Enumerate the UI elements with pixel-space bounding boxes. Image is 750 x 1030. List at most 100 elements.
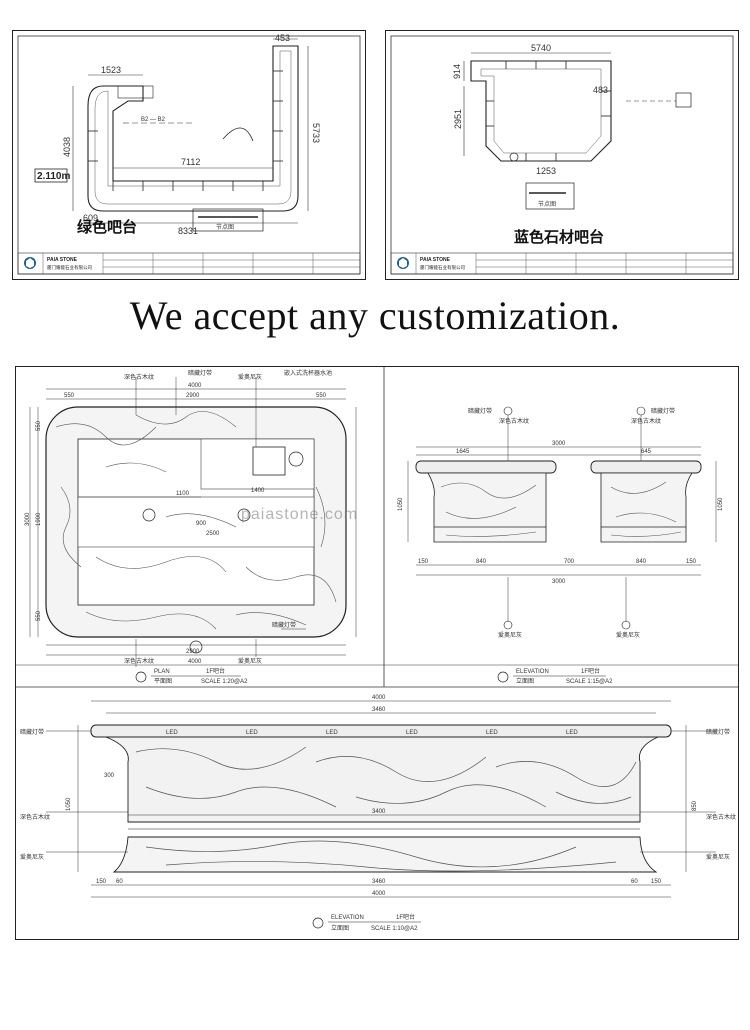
elev-small-dim-150b: 150 — [686, 559, 697, 565]
elev-small-title: ELEVATION — [516, 669, 549, 675]
drawing-sheet-lower: 550 2900 550 4000 2900 4000 3000 550 190… — [15, 366, 739, 940]
led-tag: LED — [166, 730, 178, 736]
elev-big-title-cn: 立面图 — [331, 924, 349, 932]
led-tags: LED LED LED LED LED LED — [166, 730, 578, 736]
elev-big-sheet-no: 1F吧台 — [396, 913, 415, 921]
detail-label: 节点图 — [216, 223, 234, 231]
elev-big-note-material1-r: 深色古木纹 — [706, 813, 736, 821]
elev-small-dim-3000: 3000 — [552, 579, 566, 585]
elev-small-note-material1-r: 深色古木纹 — [631, 417, 661, 425]
elev-big-dim-60a: 60 — [116, 879, 123, 885]
lower-drawings: 550 2900 550 4000 2900 4000 3000 550 190… — [16, 367, 738, 932]
plan-note-sink: 嵌入式洗杯器水池 — [284, 369, 332, 377]
plan-view: 550 2900 550 4000 2900 4000 3000 550 190… — [25, 369, 357, 685]
elev-big-dim-150b: 150 — [651, 879, 662, 885]
elev-small-dim-150a: 150 — [418, 559, 429, 565]
elev-big-dim-1050: 1050 — [66, 797, 72, 811]
elev-small-sheet-no: 1F吧台 — [581, 667, 600, 675]
elev-small-dim-1050-r: 1050 — [718, 497, 724, 511]
dim-453: 453 — [275, 33, 290, 43]
led-tag: LED — [326, 730, 338, 736]
elev-big-note-material2: 爱奥尼灰 — [20, 853, 44, 861]
elev-big-dim-4000: 4000 — [372, 891, 386, 897]
plan-dim-4000: 4000 — [188, 383, 202, 389]
elev-small-dim-840b: 840 — [636, 559, 647, 565]
caption-blue-stone-bar: 蓝色石材吧台 — [514, 228, 605, 246]
elev-big-dim-3460: 3460 — [372, 879, 386, 885]
elev-big-note-led: 暗藏灯带 — [20, 728, 44, 736]
watermark: paiastone.com — [241, 506, 359, 523]
elev-small-note-led: 暗藏灯带 — [468, 407, 492, 415]
plan-note-material1-b: 深色古木纹 — [124, 657, 154, 665]
plan-dim-900: 900 — [196, 521, 207, 527]
green-bar-plan-drawing: 1523 4038 7112 8331 5733 453 609 2.110m … — [17, 33, 361, 275]
dim-5740: 5740 — [531, 43, 551, 53]
dim-1523: 1523 — [101, 65, 121, 75]
caption-green-bar: 绿色吧台 — [77, 218, 138, 236]
dim-8331: 8331 — [178, 226, 198, 236]
dim-1253: 1253 — [536, 166, 556, 176]
small-elevation-view: 3000 1645 645 150 840 700 840 150 3000 1… — [398, 406, 724, 685]
elev-big-dim-850: 850 — [692, 800, 698, 811]
customization-tagline: We accept any customization. — [129, 293, 621, 338]
plan-dim-1900: 1900 — [36, 512, 42, 526]
company-cn-2: 厦门耀能石业有限公司 — [420, 264, 465, 271]
plan-dim-1400: 1400 — [251, 488, 265, 494]
plan-dim-side-550b: 550 — [36, 610, 42, 621]
elev-big-dim-150a: 150 — [96, 879, 107, 885]
elev-small-note-material1: 深色古木纹 — [499, 417, 529, 425]
elev-small-dim-840a: 840 — [476, 559, 487, 565]
dim-609: 609 — [83, 213, 98, 223]
elev-big-dim-4000-top: 4000 — [372, 695, 386, 701]
plan-title-cn: 平面图 — [154, 678, 172, 685]
section-label: B2 — B2 — [141, 117, 166, 123]
elev-big-title: ELEVATION — [331, 915, 364, 921]
plan-note-led: 暗藏灯带 — [188, 369, 212, 377]
plan-scale: SCALE 1:20@A2 — [201, 679, 248, 685]
plan-dim-550b: 550 — [316, 393, 327, 399]
elev-small-note-material2: 爱奥尼灰 — [498, 631, 522, 639]
elev-small-dim-1050: 1050 — [398, 497, 404, 511]
detail-label-2: 节点图 — [538, 200, 556, 208]
company-en-2: PAIA STONE — [420, 257, 451, 263]
elev-small-scale: SCALE 1:15@A2 — [566, 679, 613, 685]
led-tag: LED — [566, 730, 578, 736]
company-cn: 厦门耀能石业有限公司 — [47, 264, 92, 271]
drawing-green-bar: 1523 4038 7112 8331 5733 453 609 2.110m … — [12, 30, 366, 280]
plan-dim-2900: 2900 — [186, 393, 200, 399]
led-tag: LED — [406, 730, 418, 736]
dim-914: 914 — [452, 64, 462, 79]
elev-big-scale: SCALE 1:10@A2 — [371, 926, 418, 932]
elev-small-dim-700: 700 — [564, 559, 575, 565]
elev-big-dim-300: 300 — [104, 773, 115, 779]
dim-2951: 2951 — [453, 109, 463, 129]
plan-note-material2: 爱奥尼灰 — [238, 373, 262, 381]
dim-483: 483 — [593, 85, 608, 95]
plan-note-material2-b: 爱奥尼灰 — [238, 657, 262, 665]
elev-big-note-material1: 深色古木纹 — [20, 813, 50, 821]
elev-big-dim-3460-top: 3460 — [372, 707, 386, 713]
elev-small-title-cn: 立面图 — [516, 677, 534, 685]
led-tag: LED — [486, 730, 498, 736]
plan-dim-2500: 2500 — [206, 531, 220, 537]
elev-big-dim-60b: 60 — [631, 879, 638, 885]
plan-note-led-b: 暗藏灯带 — [272, 621, 296, 629]
plan-sheet-no: 1F吧台 — [206, 667, 225, 675]
elev-small-dim-1645: 1645 — [456, 449, 470, 455]
plan-note-material1: 深色古木纹 — [124, 373, 154, 381]
led-tag: LED — [246, 730, 258, 736]
height-label: 2.110m — [37, 171, 70, 182]
drawing-blue-stone-bar: 5740 914 2951 483 1253 节点图 PAIA STONE 厦门… — [385, 30, 739, 280]
big-elevation-view: 4000 3460 150 60 3460 60 150 4000 3400 3… — [20, 695, 736, 932]
dim-4038: 4038 — [62, 137, 72, 157]
elev-small-note-led-r: 暗藏灯带 — [651, 407, 675, 415]
plan-dim-3000: 3000 — [25, 512, 31, 526]
elev-big-dim-3400: 3400 — [372, 809, 386, 815]
elev-small-note-material2-r: 爱奥尼灰 — [616, 631, 640, 639]
plan-dim-1100: 1100 — [176, 491, 190, 497]
plan-dim-550a: 550 — [64, 393, 75, 399]
dim-7112: 7112 — [181, 157, 200, 167]
elev-small-dim-3000-top: 3000 — [552, 441, 566, 447]
plan-dim-4000-bottom: 4000 — [188, 659, 202, 665]
plan-title: PLAN — [154, 669, 170, 675]
